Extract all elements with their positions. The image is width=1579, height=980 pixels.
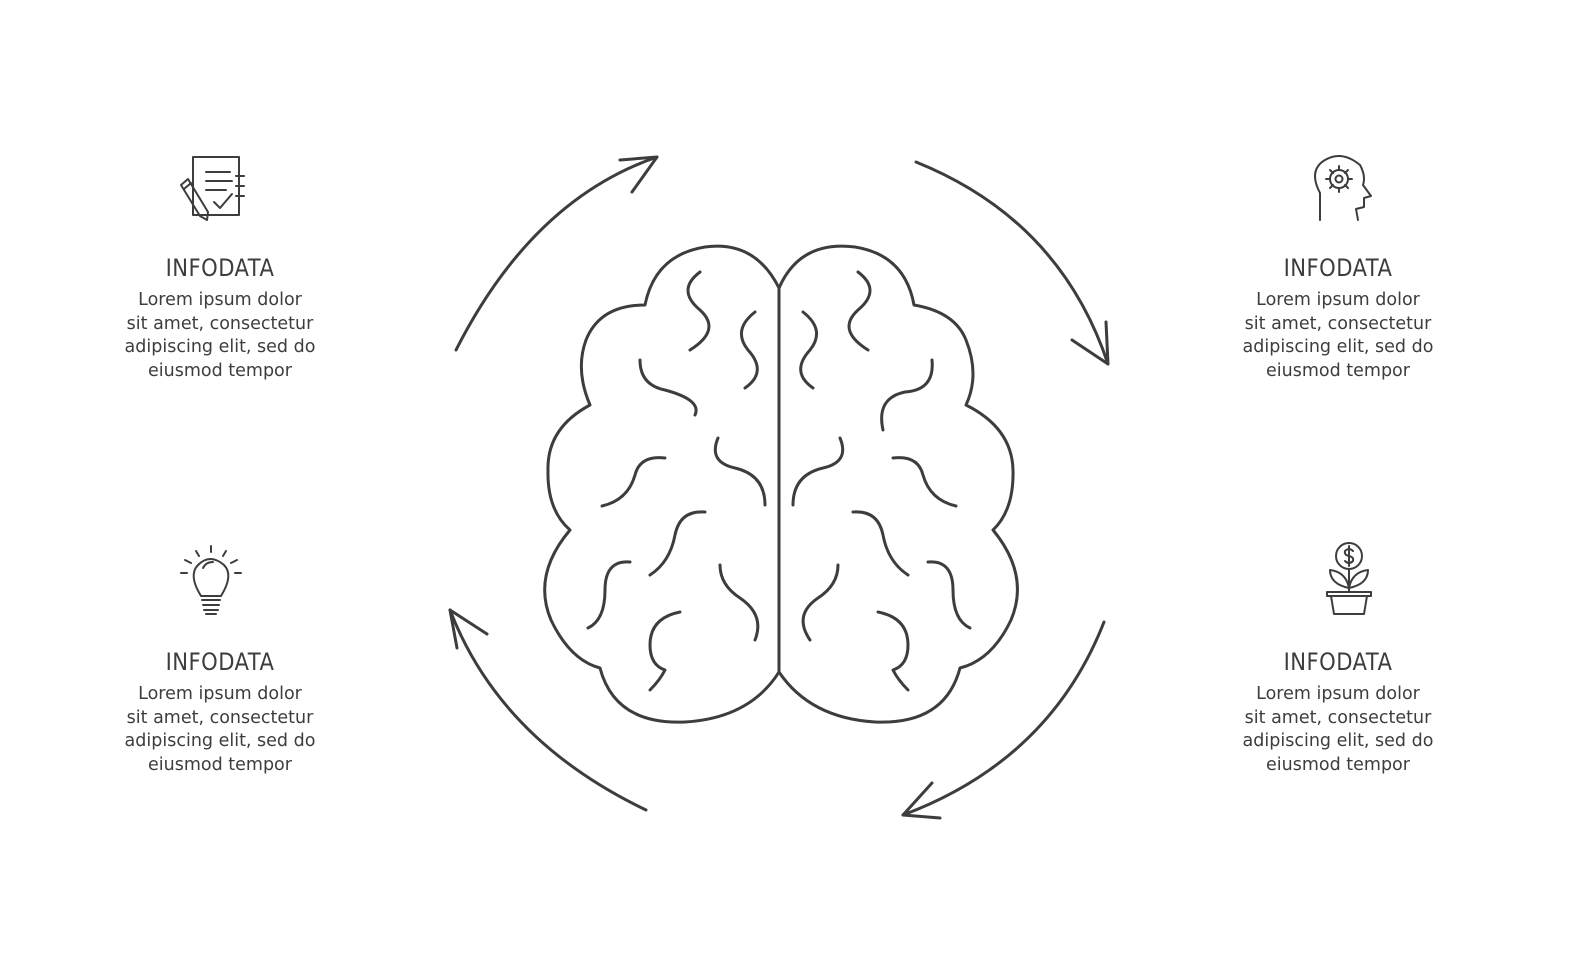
document-pen-icon <box>180 156 245 221</box>
arrow-bottom-right <box>901 620 1106 820</box>
info-description: Lorem ipsum dolor sit amet, consectetur … <box>70 289 370 383</box>
info-line: sit amet, consectetur <box>126 313 314 334</box>
info-title: INFODATA <box>1283 648 1393 676</box>
info-description: Lorem ipsum dolor sit amet, consectetur … <box>1188 289 1488 383</box>
info-block-bottom-left: INFODATA Lorem ipsum dolor sit amet, con… <box>70 647 370 777</box>
lightbulb-icon <box>180 545 242 615</box>
money-plant-icon <box>1326 542 1372 615</box>
info-block-top-left: INFODATA Lorem ipsum dolor sit amet, con… <box>70 253 370 383</box>
info-line: sit amet, consectetur <box>1244 707 1432 728</box>
info-description: Lorem ipsum dolor sit amet, consectetur … <box>1188 683 1488 777</box>
info-line: adipiscing elit, sed do <box>124 337 316 357</box>
info-title: INFODATA <box>1283 254 1393 282</box>
info-line: eiusmod tempor <box>1266 754 1410 775</box>
info-line: eiusmod tempor <box>148 360 292 381</box>
arrow-top-left <box>454 155 659 352</box>
arrow-bottom-left <box>448 608 648 812</box>
info-line: eiusmod tempor <box>1266 360 1410 381</box>
info-description: Lorem ipsum dolor sit amet, consectetur … <box>70 683 370 777</box>
info-line: adipiscing elit, sed do <box>1242 337 1434 357</box>
info-line: sit amet, consectetur <box>1244 313 1432 334</box>
info-line: Lorem ipsum dolor <box>138 684 302 704</box>
arrow-top-right <box>914 160 1110 366</box>
info-line: Lorem ipsum dolor <box>138 290 302 310</box>
info-line: sit amet, consectetur <box>126 707 314 728</box>
info-line: adipiscing elit, sed do <box>1242 731 1434 751</box>
info-title: INFODATA <box>165 648 275 676</box>
info-block-top-right: INFODATA Lorem ipsum dolor sit amet, con… <box>1188 253 1488 383</box>
info-line: Lorem ipsum dolor <box>1256 684 1420 704</box>
info-line: eiusmod tempor <box>148 754 292 775</box>
info-line: adipiscing elit, sed do <box>124 731 316 751</box>
info-title: INFODATA <box>165 254 275 282</box>
head-gear-icon <box>1314 155 1372 221</box>
info-block-bottom-right: INFODATA Lorem ipsum dolor sit amet, con… <box>1188 647 1488 777</box>
brain-icon <box>543 244 1019 724</box>
info-line: Lorem ipsum dolor <box>1256 290 1420 310</box>
